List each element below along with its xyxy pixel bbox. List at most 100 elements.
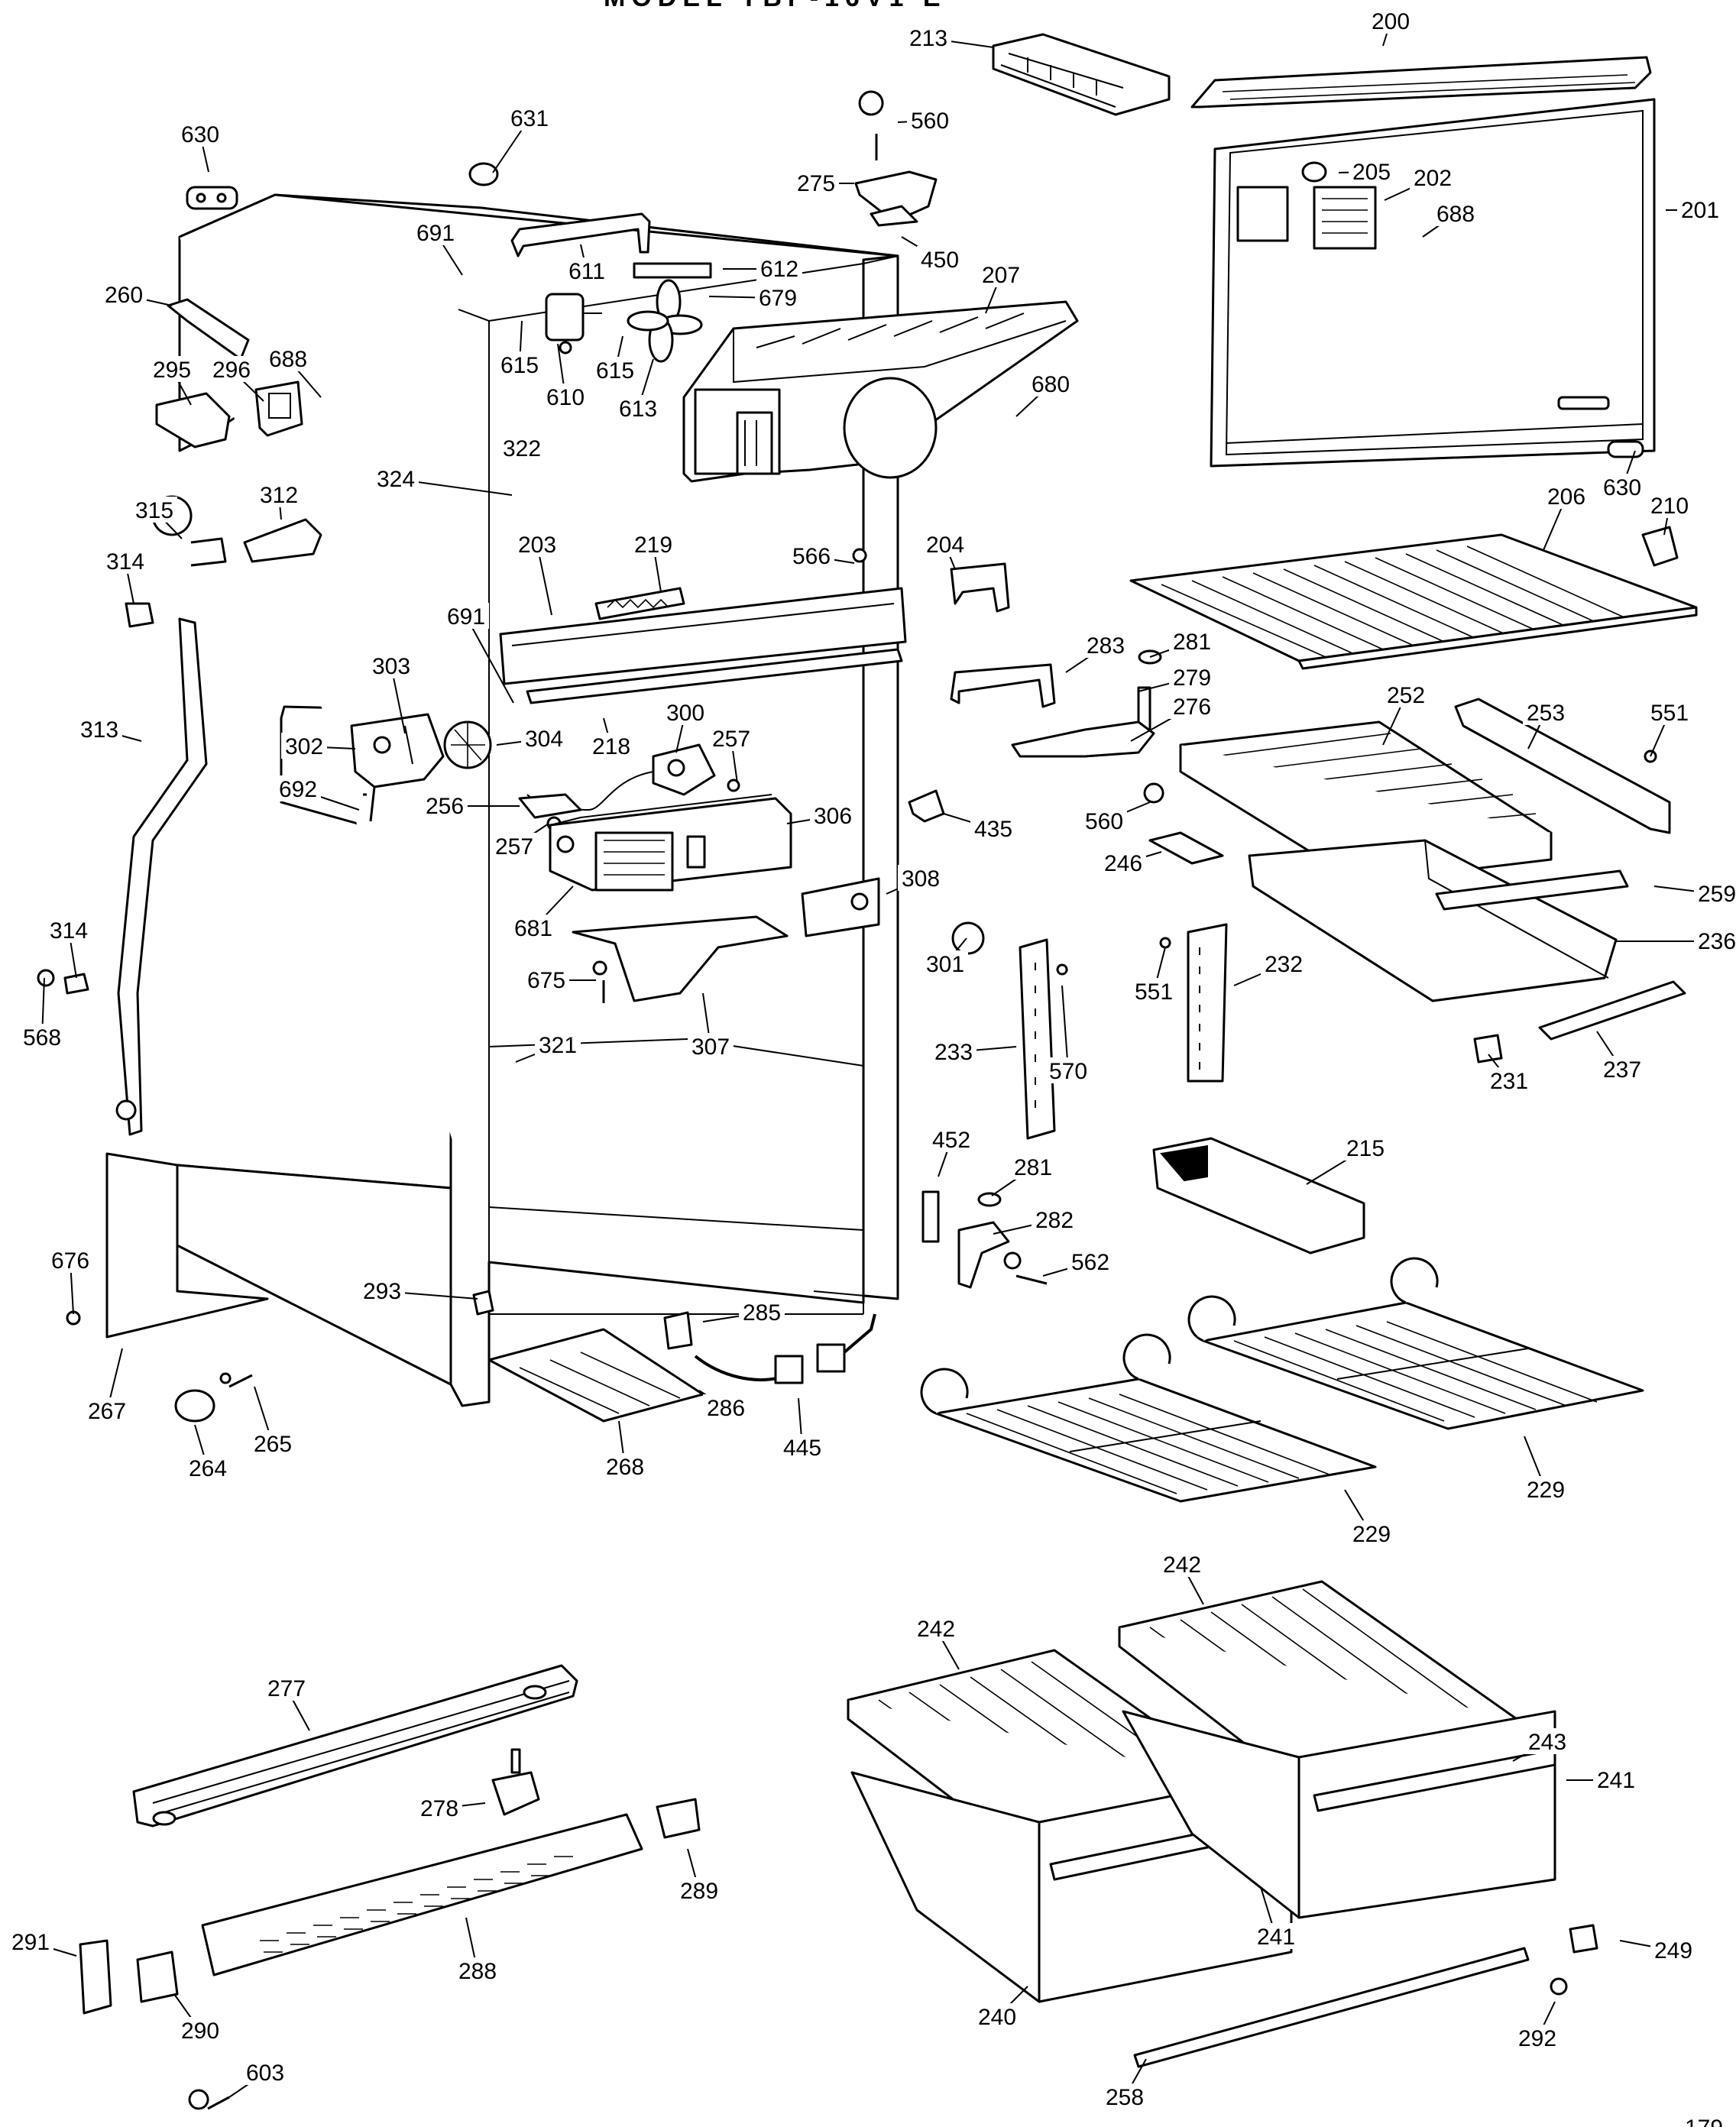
callout-bg-c295	[149, 356, 195, 382]
rail-246	[1148, 831, 1224, 865]
callout-bg-c313	[76, 716, 122, 742]
connector-445	[774, 1313, 876, 1384]
callout-bg-c691b	[443, 603, 489, 629]
callout-c219: 219	[634, 533, 672, 558]
callout-c303: 303	[372, 654, 410, 679]
valve-295	[155, 392, 231, 448]
part-435	[908, 789, 945, 823]
callout-bg-c219	[630, 531, 676, 557]
top-trim-200	[1190, 56, 1652, 108]
callout-c680: 680	[1032, 372, 1070, 397]
callout-c202: 202	[1414, 166, 1452, 191]
callout-c681: 681	[514, 916, 552, 941]
callout-bg-c302	[281, 733, 327, 759]
callout-c243: 243	[1528, 1730, 1566, 1755]
defrost-heater-219	[594, 587, 685, 620]
callout-bg-c202	[1410, 164, 1456, 190]
callout-bg-c241b	[1253, 1923, 1299, 1949]
callout-bg-c630a	[177, 121, 223, 147]
callout-bg-c630b	[1599, 474, 1645, 500]
callout-bg-c288	[455, 1957, 500, 1983]
callout-c252: 252	[1387, 683, 1425, 708]
callout-bg-c304	[521, 725, 567, 751]
callout-bg-c610	[542, 384, 588, 410]
callout-bg-c240	[974, 2003, 1020, 2029]
callout-c630b: 630	[1603, 475, 1641, 500]
callout-c630a: 630	[181, 122, 219, 147]
bumper-292	[1550, 1977, 1568, 1996]
callout-bg-c215	[1342, 1135, 1388, 1161]
grille-288	[201, 1813, 643, 1976]
callout-bg-c312	[256, 481, 302, 507]
callout-bg-c207	[978, 261, 1024, 287]
callout-c560a: 560	[911, 108, 949, 134]
callout-bg-c551a	[1647, 699, 1692, 725]
callout-c276: 276	[1173, 694, 1211, 720]
callout-c204: 204	[926, 533, 964, 558]
callout-c306: 306	[814, 804, 852, 829]
callout-bg-c278	[416, 1795, 462, 1821]
callout-bg-c611	[564, 257, 610, 283]
callout-bg-c218	[588, 733, 634, 759]
part-291	[79, 1939, 112, 2015]
callout-bg-c692	[275, 775, 321, 801]
callout-bg-c281b	[1010, 1154, 1056, 1180]
bracket-256	[518, 793, 582, 819]
callout-bg-c257a	[708, 725, 754, 751]
rail-259	[1435, 869, 1629, 911]
callout-c268: 268	[606, 1455, 644, 1480]
callout-c257b: 257	[495, 834, 533, 860]
callout-c301: 301	[926, 952, 964, 977]
callout-bg-c560a	[907, 107, 953, 133]
wire-shelf-206	[1129, 533, 1698, 670]
clip-231	[1473, 1034, 1503, 1064]
callout-bg-c307	[688, 1033, 734, 1059]
callout-c241b: 241	[1257, 1925, 1295, 1950]
tube-260	[167, 298, 250, 361]
clip-249	[1569, 1924, 1598, 1954]
callout-bg-c290	[177, 2017, 223, 2043]
callout-c675: 675	[527, 968, 565, 993]
bushing-264	[174, 1389, 215, 1423]
butter-dish-215	[1152, 1137, 1365, 1255]
tray-307	[572, 915, 789, 1002]
callout-c610: 610	[546, 385, 585, 410]
callout-c603: 603	[246, 2061, 284, 2086]
callout-bg-c314a	[102, 548, 148, 574]
callout-c256: 256	[426, 794, 464, 819]
leader-line-c691b	[465, 616, 514, 704]
callout-c206: 206	[1547, 484, 1585, 510]
shelf-support-232	[1187, 923, 1228, 1083]
wire-shelf-229-left	[920, 1333, 1377, 1503]
callout-bg-c292	[1514, 2025, 1560, 2051]
callout-c229a: 229	[1527, 1478, 1565, 1503]
callout-c257a: 257	[712, 727, 750, 752]
callout-bg-c289	[676, 1877, 722, 1903]
rail-258	[1133, 1947, 1530, 2068]
callout-c229b: 229	[1352, 1522, 1391, 1547]
callout-c308: 308	[902, 866, 940, 892]
meat-pan-236	[1248, 839, 1618, 1002]
freezer-door-panel	[1210, 98, 1656, 468]
callout-bg-c300	[662, 699, 708, 725]
callout-c676: 676	[51, 1248, 89, 1274]
leader-line-c570	[1061, 985, 1069, 1072]
callout-bg-c306	[810, 802, 856, 828]
callout-bg-c265	[250, 1430, 296, 1456]
callout-c237: 237	[1603, 1057, 1641, 1083]
callout-c285: 285	[743, 1300, 781, 1326]
callout-bg-c242a	[1159, 1551, 1205, 1577]
callout-c570: 570	[1049, 1059, 1087, 1084]
fan-blade-613	[627, 279, 703, 363]
callout-bg-c201	[1677, 196, 1723, 222]
callout-bg-c249	[1650, 1937, 1696, 1963]
callout-bg-c680	[1028, 371, 1074, 397]
callout-c203: 203	[518, 533, 556, 558]
callout-c292: 292	[1518, 2026, 1556, 2051]
callout-bg-c615b	[592, 357, 638, 383]
callout-bg-c283	[1083, 632, 1129, 658]
callout-c321: 321	[539, 1033, 577, 1058]
screw-603	[188, 2089, 230, 2110]
